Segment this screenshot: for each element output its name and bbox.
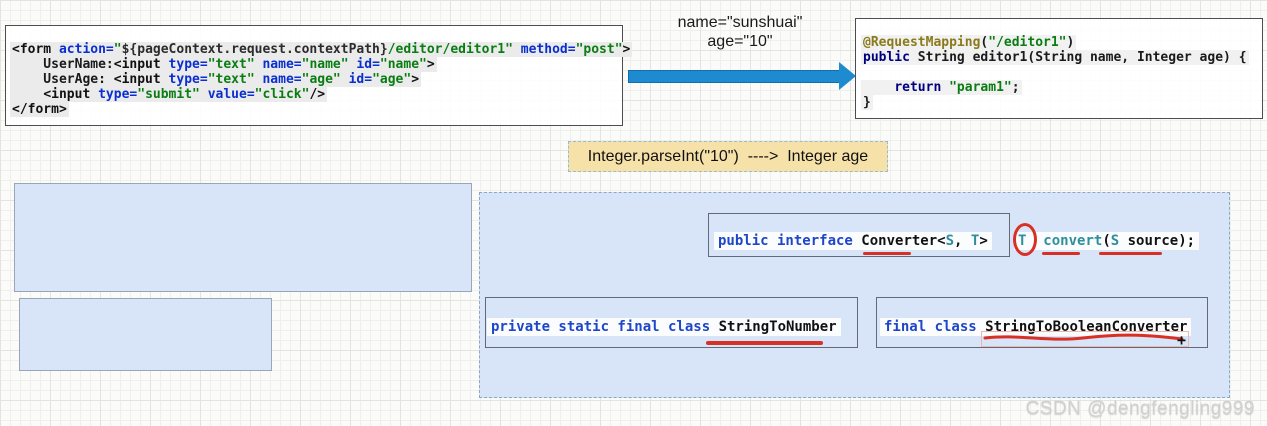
arrow-head-icon bbox=[839, 62, 856, 90]
red-underline-stringtonumber bbox=[706, 341, 823, 345]
red-circle-annotation bbox=[1013, 223, 1037, 256]
jsp-form-code: <form action="${pageContext.request.cont… bbox=[10, 42, 633, 117]
red-underline-converter bbox=[863, 252, 911, 255]
converter-interface-box bbox=[708, 213, 1010, 257]
string-to-number-box bbox=[485, 297, 858, 348]
converter-interface-code: public interface Converter<S, T> bbox=[714, 232, 992, 250]
string-to-number-code: private static final class StringToNumbe… bbox=[487, 318, 841, 336]
crosshair-cursor-icon: + bbox=[1177, 331, 1187, 349]
convert-method-code: T convert(S source); bbox=[1014, 232, 1200, 250]
java-controller-code: @RequestMapping("/editor1")public String… bbox=[861, 35, 1249, 110]
jsp-form-code-box: <form action="${pageContext.request.cont… bbox=[5, 25, 633, 126]
conversion-note: Integer.parseInt("10") ----> Integer age bbox=[568, 141, 888, 172]
red-underline-convert bbox=[1042, 252, 1080, 255]
converter-panel bbox=[479, 192, 1230, 398]
red-underline-source bbox=[1099, 252, 1162, 255]
arrow-shaft bbox=[628, 70, 840, 83]
selection-outline bbox=[981, 331, 1189, 347]
watermark: CSDN @dengfengling999 bbox=[1025, 398, 1255, 419]
request-param-name: name="sunshuai" bbox=[677, 14, 803, 31]
request-params-label: name="sunshuai" age="10" bbox=[630, 13, 850, 51]
left-placeholder-large bbox=[14, 183, 472, 292]
java-controller-code-box: @RequestMapping("/editor1")public String… bbox=[855, 18, 1263, 119]
conversion-note-text: Integer.parseInt("10") ----> Integer age bbox=[587, 147, 869, 165]
red-squiggle-annotation bbox=[983, 333, 1184, 341]
left-placeholder-small bbox=[19, 298, 272, 371]
request-param-age: age="10" bbox=[707, 33, 773, 50]
string-to-boolean-box bbox=[876, 297, 1208, 348]
